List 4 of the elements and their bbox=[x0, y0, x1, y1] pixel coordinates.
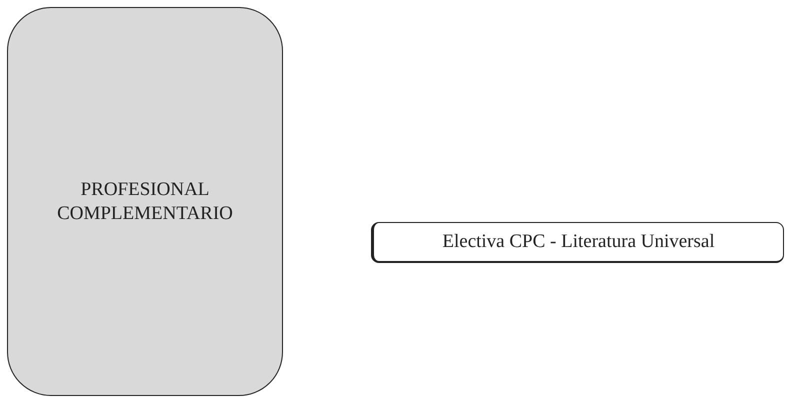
rounded-panel bbox=[7, 7, 283, 396]
node-label: PROFESIONAL COMPLEMENTARIO bbox=[56, 178, 234, 226]
course-box bbox=[371, 222, 784, 263]
node-label: Electiva CPC - Literatura Universal bbox=[442, 230, 715, 254]
